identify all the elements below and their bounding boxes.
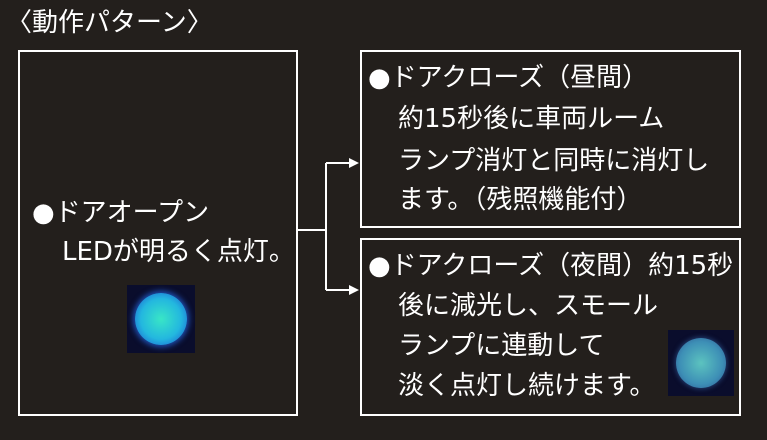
door-close-day-text-3: ます。（残照機能付）	[398, 185, 643, 215]
door-close-day-text-2: ランプ消灯と同時に消灯し	[398, 146, 710, 176]
door-close-night-text-3: 淡く点灯し続けます。	[398, 371, 656, 401]
arrowhead-day	[349, 158, 359, 168]
door-open-heading: ●ドアオープン	[32, 198, 210, 228]
door-close-night-heading: ●ドアクローズ（夜間）約15秒	[368, 251, 734, 281]
door-open-box	[18, 50, 298, 416]
led-dim-image	[668, 330, 734, 396]
led-dim-circle	[676, 338, 726, 388]
door-open-description: LEDが明るく点灯。	[62, 237, 295, 267]
door-close-day-text-1: 約15秒後に車両ルーム	[398, 104, 665, 134]
door-close-night-text-1: 後に減光し、スモール	[398, 291, 659, 321]
led-bright-circle	[135, 293, 187, 345]
arrowhead-night	[349, 285, 359, 295]
led-bright-image	[127, 285, 195, 353]
door-close-day-box	[360, 50, 741, 228]
door-close-night-text-2: ランプに連動して	[398, 331, 605, 361]
door-close-day-heading: ●ドアクローズ（昼間）	[368, 63, 649, 93]
door-close-night-box	[360, 238, 741, 416]
section-title: 〈動作パターン〉	[6, 8, 213, 38]
